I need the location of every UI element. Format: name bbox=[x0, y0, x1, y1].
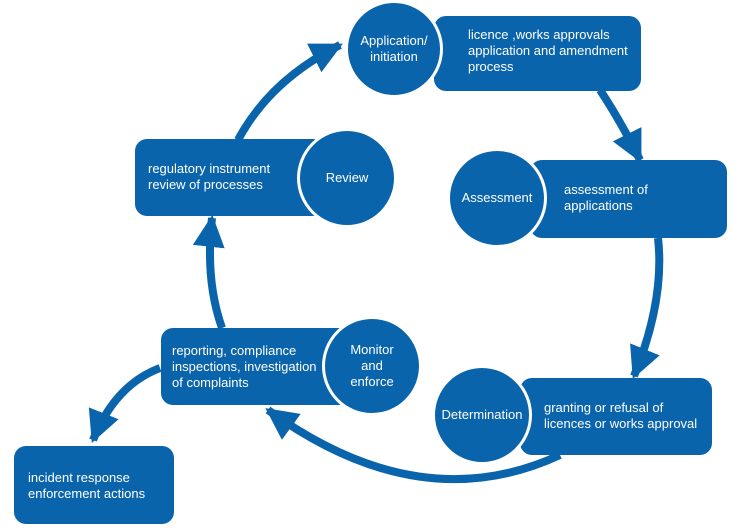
determination-description-box: granting or refusal of licences or works… bbox=[520, 378, 712, 455]
review-stage-circle: Review bbox=[297, 128, 397, 228]
description-line: licence ,works approvals bbox=[468, 27, 610, 42]
application-stage-circle: Application/initiation bbox=[345, 0, 443, 98]
monitor-description-box: reporting, compliance inspections, inves… bbox=[161, 328, 351, 405]
arrow-monitor-to-review bbox=[192, 214, 226, 330]
stage-label: Review bbox=[325, 170, 369, 185]
stage-label: Monitor bbox=[350, 342, 394, 357]
incident-response-box: incident response enforcement actions bbox=[14, 446, 174, 524]
description-line: licences or works approval bbox=[544, 416, 698, 431]
assessment-description-box: assessment of applications bbox=[530, 160, 727, 238]
description-line: of complaints bbox=[172, 375, 249, 390]
assessment-stage-circle: Assessment bbox=[447, 148, 547, 248]
application-description-box: licence ,works approvals application and… bbox=[434, 16, 641, 91]
arrow-determination-to-monitor bbox=[265, 406, 562, 484]
determination-stage-circle: Determination bbox=[432, 365, 532, 465]
stage-label: initiation bbox=[370, 49, 418, 64]
description-line: inspections, investigation bbox=[172, 359, 317, 374]
description-line: applications bbox=[564, 198, 633, 213]
stage-label: Determination bbox=[441, 407, 523, 422]
description-line: application and amendment bbox=[468, 43, 628, 58]
description-line: incident response bbox=[28, 470, 130, 485]
description-line: reporting, compliance bbox=[172, 343, 297, 358]
stage-label: enforce bbox=[350, 374, 394, 389]
review-description-box: regulatory instrument review of processe… bbox=[135, 139, 325, 216]
arrow-monitor-to-incident bbox=[88, 364, 162, 443]
description-line: assessment of bbox=[564, 182, 648, 197]
description-line: regulatory instrument bbox=[148, 161, 271, 176]
arrow-assessment-to-determination bbox=[630, 237, 664, 379]
arrow-review-to-application bbox=[234, 41, 343, 142]
description-line: granting or refusal of bbox=[544, 400, 664, 415]
stage-label: Assessment bbox=[461, 190, 533, 205]
stage-label: and bbox=[361, 358, 383, 373]
description-line: process bbox=[468, 59, 514, 74]
description-line: enforcement actions bbox=[28, 486, 146, 501]
arrow-application-to-assessment bbox=[596, 87, 644, 163]
description-line: review of processes bbox=[148, 177, 263, 192]
stage-label: Application/ bbox=[360, 33, 428, 48]
